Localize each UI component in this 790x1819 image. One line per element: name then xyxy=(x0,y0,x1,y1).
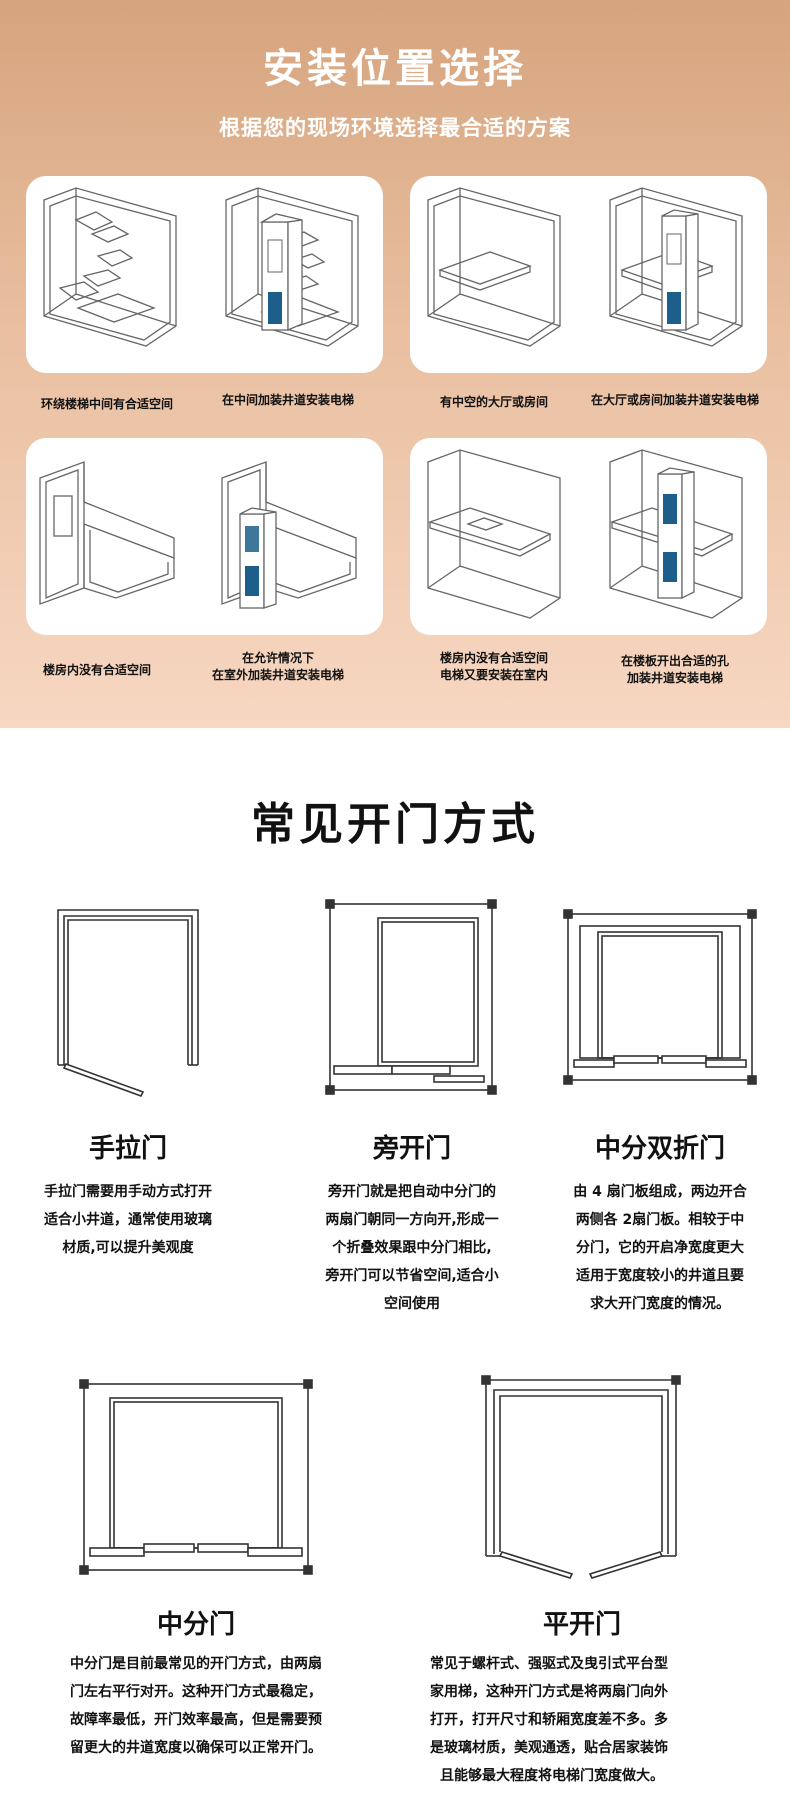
door-desc-bifold: 由 4 扇门板组成，两边开合 两侧各 2扇门板。相较于中 分门，它的开启净宽度更… xyxy=(573,1184,747,1312)
swing-door-diagram xyxy=(481,1375,681,1579)
caption-7: 楼房内没有合适空间 电梯又要安装在室内 xyxy=(439,651,548,682)
install-card-outdoor xyxy=(26,438,383,635)
doors-title: 常见开门方式 xyxy=(251,799,539,850)
outdoor-illustration xyxy=(39,461,357,609)
caption-8: 在楼板开出合适的孔 加装井道安装电梯 xyxy=(620,654,729,685)
door-name-swing: 平开门 xyxy=(542,1610,621,1640)
door-name-side: 旁开门 xyxy=(372,1134,451,1164)
door-name-manual: 手拉门 xyxy=(88,1134,167,1164)
door-name-bifold: 中分双折门 xyxy=(594,1134,725,1164)
install-card-hall xyxy=(410,176,767,373)
door-desc-center: 中分门是目前最常见的开门方式，由两扇 门左右平行对开。这种开门方式最稳定， 故障… xyxy=(70,1656,322,1756)
hall-illustration xyxy=(427,187,743,347)
install-section: 安装位置选择 根据您的现场环境选择最合适的方案 xyxy=(0,0,790,728)
door-desc-swing: 常见于螺杆式、强驱式及曳引式平台型 家用梯，这种开门方式是将两扇门向外 打开，打… xyxy=(430,1656,668,1784)
center-door-diagram xyxy=(79,1379,313,1575)
door-name-center: 中分门 xyxy=(156,1610,235,1640)
bifold-door-diagram xyxy=(563,909,757,1085)
install-title: 安装位置选择 xyxy=(263,46,527,92)
caption-6: 在允许情况下 在室外加装井道安装电梯 xyxy=(211,651,344,682)
caption-1: 环绕楼梯中间有合适空间 xyxy=(40,397,173,411)
caption-3: 有中空的大厅或房间 xyxy=(439,395,548,409)
door-desc-manual: 手拉门需要用手动方式打开 适合小井道，通常使用玻璃 材质,可以提升美观度 xyxy=(44,1184,212,1256)
side-door-diagram xyxy=(325,899,497,1095)
install-card-floor-hole xyxy=(410,438,767,635)
floor-hole-illustration xyxy=(427,449,743,619)
install-card-staircase xyxy=(26,176,383,373)
caption-5: 楼房内没有合适空间 xyxy=(42,663,151,677)
staircase-illustration xyxy=(43,187,359,347)
door-desc-side: 旁开门就是把自动中分门的 两扇门朝同一方向开,形成一 个折叠效果跟中分门相比, … xyxy=(325,1184,499,1312)
install-subtitle: 根据您的现场环境选择最合适的方案 xyxy=(219,116,571,140)
caption-4: 在大厅或房间加装井道安装电梯 xyxy=(590,393,759,407)
caption-2: 在中间加装井道安装电梯 xyxy=(221,393,354,407)
manual-door-diagram xyxy=(57,909,199,1097)
